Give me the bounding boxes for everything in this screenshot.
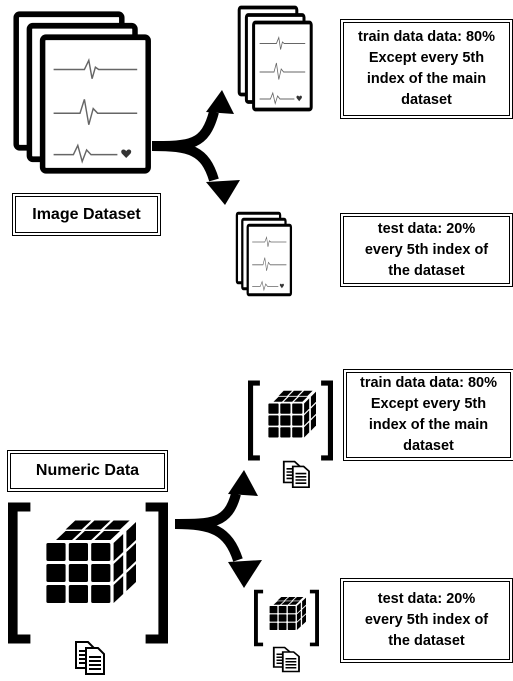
image-train-line-4: dataset	[401, 92, 452, 108]
numeric-test-cube-icon	[253, 589, 320, 647]
numeric-train-line-2: Except every 5th	[370, 396, 487, 412]
image-test-info-box: test data: 20% every 5th index of the da…	[340, 213, 513, 287]
image-split-arrow-icon	[151, 110, 219, 182]
image-train-line-2: Except every 5th	[368, 50, 485, 66]
numeric-test-info-box: test data: 20% every 5th index of the da…	[340, 578, 513, 663]
numeric-docs-icon	[75, 641, 105, 675]
numeric-train-info-box: train data data: 80% Except every 5th in…	[343, 369, 513, 461]
image-dataset-stack-icon	[16, 14, 148, 170]
numeric-train-line-1: train data data: 80%	[360, 375, 497, 391]
image-train-line-3: index of the main	[366, 71, 487, 87]
image-dataset-label-text: Image Dataset	[32, 205, 141, 223]
numeric-test-line-1: test data: 20%	[377, 591, 476, 607]
image-split-arrowheads	[206, 90, 240, 205]
numeric-test-line-2: every 5th index of	[364, 612, 489, 628]
numeric-train-docs-icon	[282, 460, 310, 489]
numeric-train-line-3: index of the main	[368, 417, 489, 433]
numeric-data-cube-icon	[13, 507, 163, 639]
numeric-test-line-3: the dataset	[388, 633, 465, 649]
image-test-stack-icon	[237, 213, 291, 295]
image-dataset-label: Image Dataset	[12, 193, 161, 236]
image-train-info-box: train data data: 80% Except every 5th in…	[340, 19, 513, 119]
numeric-train-cube-icon	[251, 383, 331, 458]
numeric-data-label: Numeric Data	[7, 450, 168, 492]
numeric-split-arrow-icon	[174, 492, 243, 562]
numeric-test-docs-icon	[272, 646, 300, 673]
numeric-data-label-text: Numeric Data	[35, 462, 140, 479]
image-test-line-2: every 5th index of	[364, 241, 489, 258]
numeric-split-arrowheads	[228, 470, 262, 588]
image-train-stack-icon	[239, 8, 311, 110]
image-test-line-3: the dataset	[388, 262, 465, 279]
numeric-train-line-4: dataset	[403, 438, 454, 454]
image-test-line-1: test data: 20%	[377, 220, 476, 237]
image-train-line-1: train data data: 80%	[358, 29, 495, 45]
